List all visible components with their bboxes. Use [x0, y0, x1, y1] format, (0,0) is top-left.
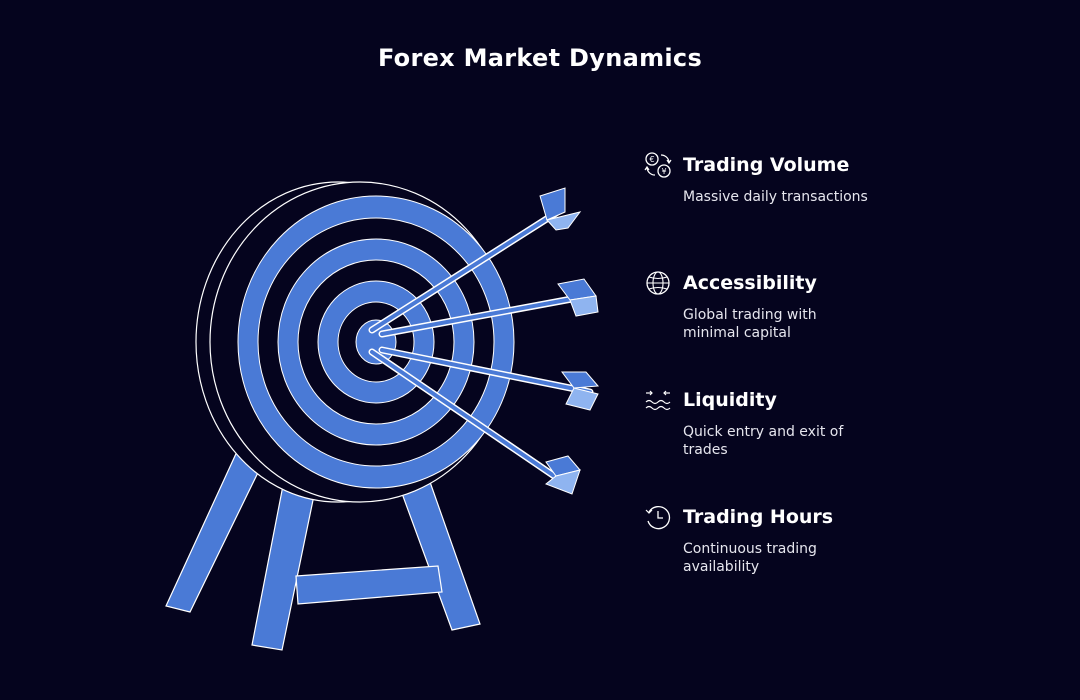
- stand-leg-right: [399, 481, 481, 631]
- stand-crossbar: [295, 565, 443, 605]
- arrow-1: [368, 187, 582, 334]
- item-description: Quick entry and exit of trades: [683, 424, 844, 458]
- arrow-2: [378, 278, 599, 338]
- target-face: [237, 195, 515, 489]
- item-title: Trading Hours: [683, 506, 834, 528]
- target-stand: [165, 444, 481, 651]
- item-title: Trading Volume: [683, 154, 850, 176]
- arrows: [368, 187, 600, 495]
- arrow-4: [368, 348, 581, 495]
- clock-cycle-icon: [643, 502, 675, 532]
- water-flow-icon: [643, 385, 675, 415]
- page-title: Forex Market Dynamics: [377, 44, 703, 72]
- svg-text:¥: ¥: [661, 167, 666, 176]
- svg-text:€: €: [649, 155, 654, 164]
- item-description: Massive daily transactions: [683, 189, 868, 205]
- item-trading-hours: Trading Hours Continuous trading availab…: [643, 502, 903, 576]
- item-title: Accessibility: [683, 272, 817, 294]
- globe-icon: [643, 268, 675, 298]
- item-description: Continuous trading availability: [683, 541, 817, 575]
- item-title: Liquidity: [683, 389, 777, 411]
- item-accessibility: Accessibility Global trading with minima…: [643, 268, 903, 342]
- item-liquidity: Liquidity Quick entry and exit of trades: [643, 385, 903, 459]
- item-trading-volume: € ¥ Trading Volume Massive daily transac…: [643, 150, 903, 206]
- arrow-3: [378, 346, 600, 411]
- item-description: Global trading with minimal capital: [683, 307, 817, 341]
- currency-exchange-icon: € ¥: [643, 150, 675, 180]
